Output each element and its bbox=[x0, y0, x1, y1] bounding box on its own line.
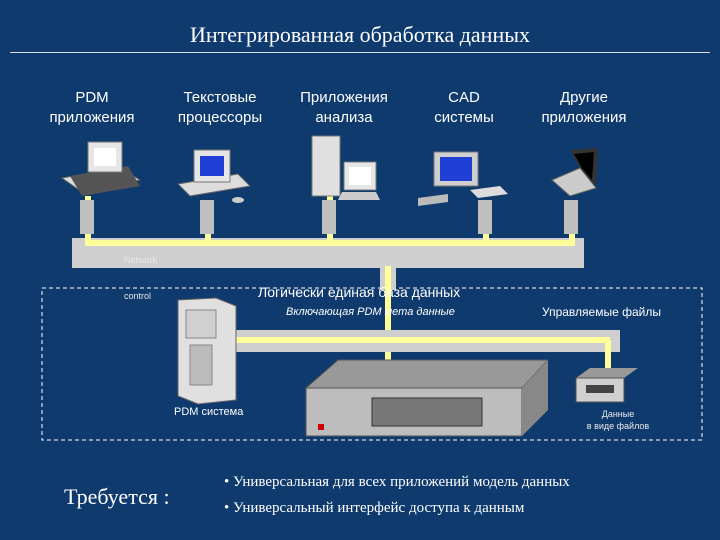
laptop-other bbox=[551, 148, 598, 197]
category-other-apps: Другие приложения bbox=[541, 89, 627, 126]
cable-sleeves bbox=[80, 200, 578, 234]
database-server bbox=[304, 359, 550, 437]
computer-analysis bbox=[311, 135, 380, 200]
bullet-1-text: Универсальная для всех приложений модель… bbox=[233, 474, 570, 490]
computer-cad bbox=[418, 151, 508, 206]
category-pdm-apps: PDM приложения bbox=[49, 89, 135, 126]
title-rule bbox=[10, 52, 710, 53]
bullet-2: • Универсальный интерфейс доступа к данн… bbox=[224, 500, 525, 516]
category-word-processors: Текстовые процессоры bbox=[177, 89, 263, 126]
file-data-device bbox=[575, 368, 638, 403]
pdm-server-tower bbox=[177, 297, 237, 405]
managed-files-label: Управляемые файлы bbox=[542, 305, 661, 319]
database-subtitle: Включающая PDM мета данные bbox=[286, 306, 455, 318]
category-analysis-apps: Приложения анализа bbox=[300, 89, 388, 126]
database-title: Логически единая база данных bbox=[258, 284, 461, 300]
bullet-2-text: Универсальный интерфейс доступа к данным bbox=[233, 500, 525, 516]
computer-pdm bbox=[60, 141, 142, 196]
bullet-1: • Универсальная для всех приложений моде… bbox=[224, 474, 570, 490]
pdm-system-label: PDM система bbox=[174, 406, 244, 418]
computer-word bbox=[176, 149, 252, 203]
file-data-label: Данные в виде файлов bbox=[586, 409, 650, 431]
category-cad-systems: CAD системы bbox=[434, 89, 494, 126]
page-title: Интегрированная обработка данных bbox=[189, 22, 530, 47]
control-label: control bbox=[124, 291, 152, 301]
database-box bbox=[41, 287, 703, 441]
required-label: Требуется : bbox=[64, 484, 170, 509]
network-label: Network bbox=[124, 255, 158, 265]
